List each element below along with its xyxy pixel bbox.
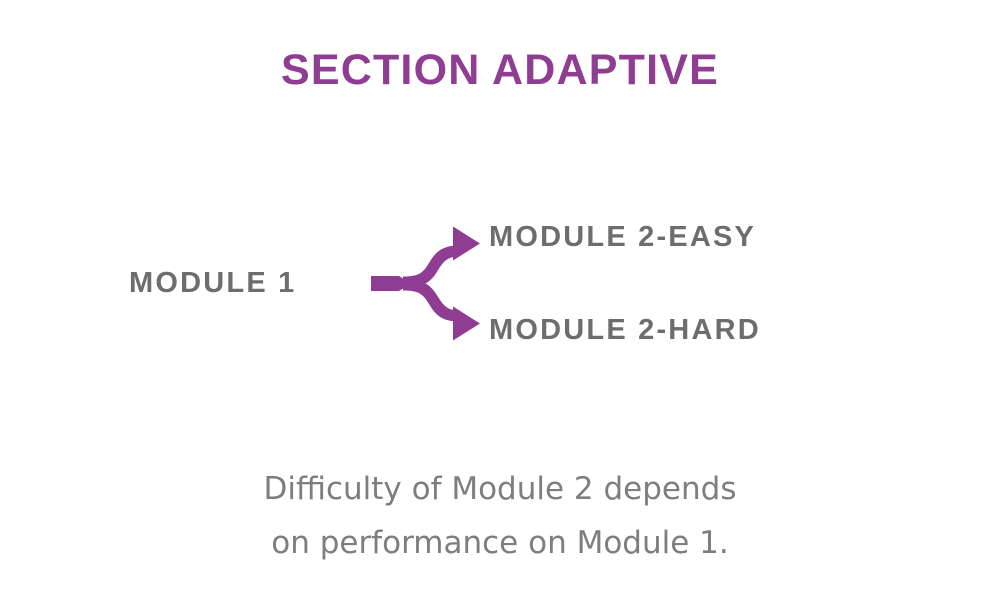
- page-title: SECTION ADAPTIVE: [280, 46, 720, 94]
- adaptive-branching-diagram: MODULE 1 MODULE 2-EASY MODULE 2-HARD: [0, 200, 1000, 370]
- diagram-node-module-2-easy: MODULE 2-EASY: [489, 221, 757, 253]
- split-arrow-stem: [371, 276, 411, 291]
- branch-arrowhead-down: [453, 306, 480, 341]
- diagram-node-module-1: MODULE 1: [129, 267, 297, 299]
- caption-block: Difficulty of Module 2 depends on perfor…: [0, 462, 1000, 570]
- caption-line-2: on performance on Module 1.: [271, 525, 729, 561]
- branch-path-down: [403, 279, 459, 322]
- branch-path-up: [403, 245, 459, 288]
- caption-line-1: Difficulty of Module 2 depends: [263, 471, 737, 507]
- diagram-node-module-2-hard: MODULE 2-HARD: [489, 314, 761, 346]
- branch-arrowhead-up: [453, 226, 480, 261]
- split-arrow-icon: [371, 226, 480, 341]
